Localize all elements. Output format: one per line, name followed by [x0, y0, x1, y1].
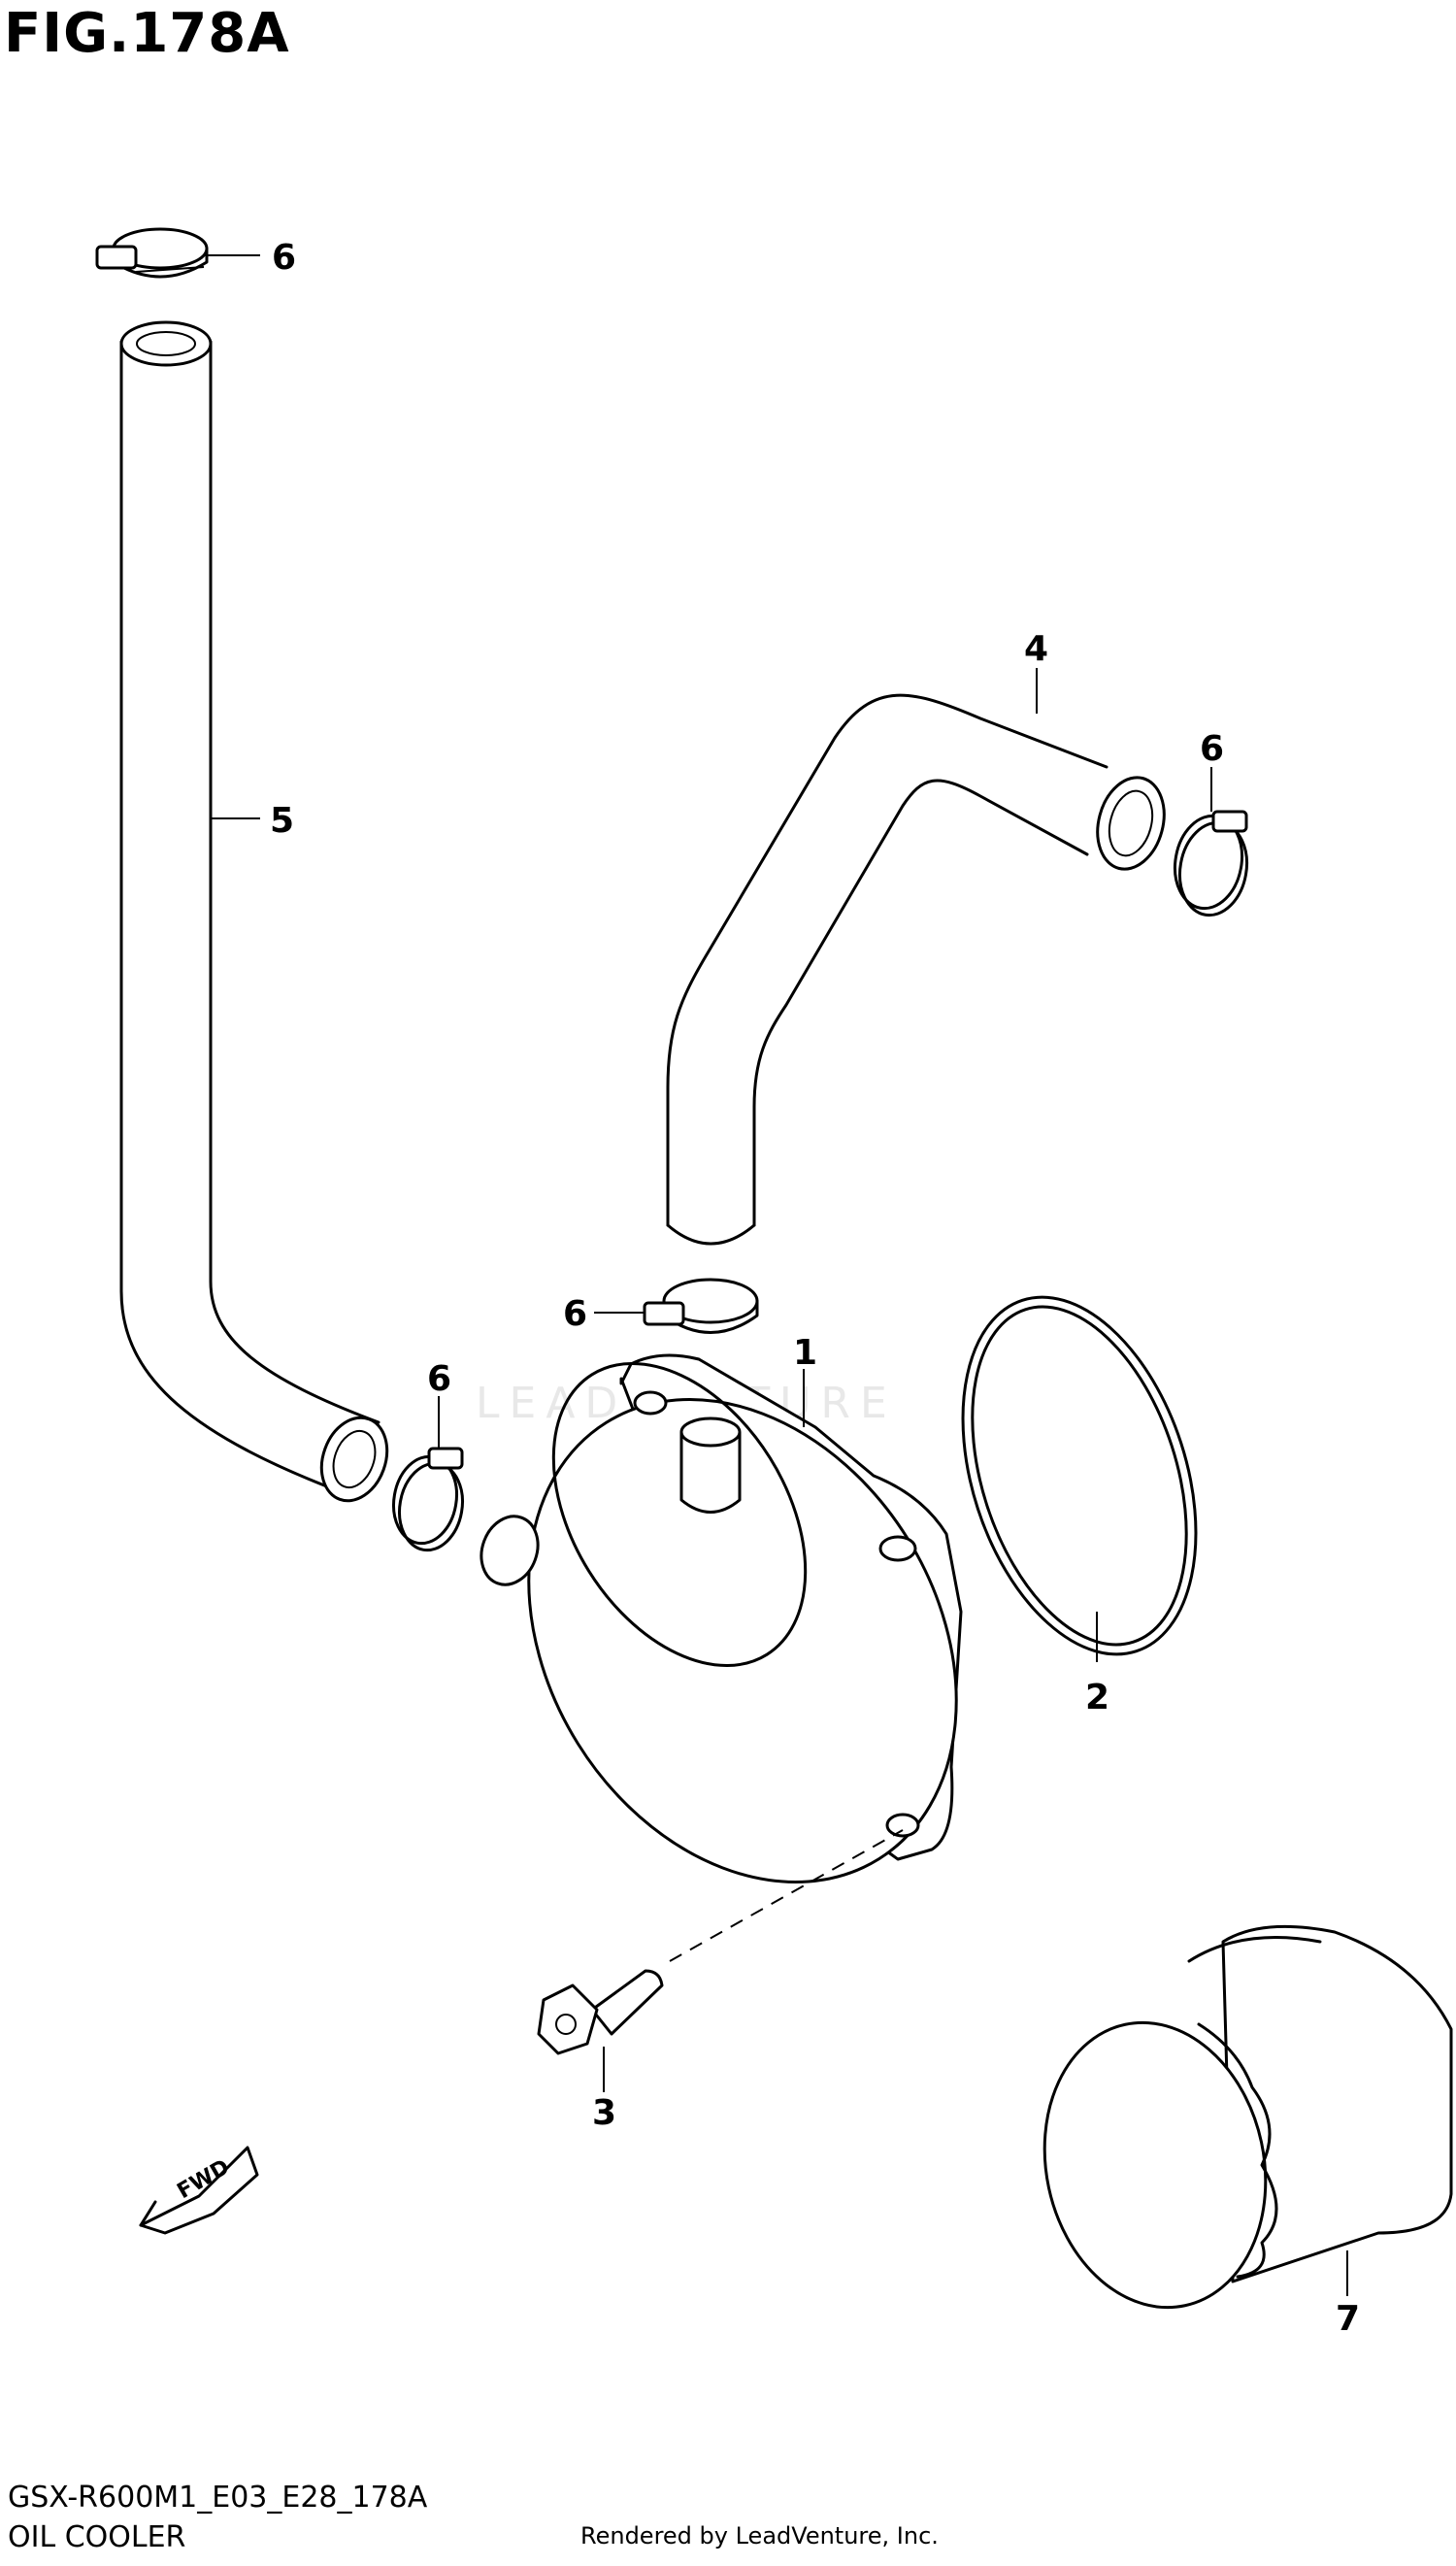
hose-part-4[interactable]	[666, 693, 1174, 1246]
figure-title: FIG.178A	[4, 2, 290, 65]
render-credit: Rendered by LeadVenture, Inc.	[580, 2522, 939, 2549]
clamp-part-6-right[interactable]	[1168, 810, 1254, 920]
bolt-part-3[interactable]	[537, 1829, 904, 2055]
clamp-part-6-left[interactable]	[387, 1447, 470, 1555]
oil-filter-part-7[interactable]	[1019, 1924, 1453, 2328]
label-part-2: 2	[1085, 1678, 1109, 1717]
oil-cooler-part-1[interactable]	[442, 1318, 1043, 1962]
label-part-6-right: 6	[1200, 729, 1224, 769]
label-part-6-top: 6	[272, 238, 296, 278]
label-part-1: 1	[793, 1333, 817, 1373]
label-part-6-left: 6	[427, 1359, 451, 1399]
model-code: GSX-R600M1_E03_E28_178A	[8, 2481, 428, 2515]
label-part-3: 3	[592, 2093, 616, 2133]
label-part-7: 7	[1336, 2299, 1360, 2339]
hose-part-5[interactable]	[119, 320, 398, 1510]
section-name: OIL COOLER	[8, 2520, 186, 2554]
label-part-4: 4	[1024, 629, 1048, 669]
leader-lines	[207, 254, 1348, 2296]
fwd-arrow: FWD	[139, 2146, 259, 2235]
clamp-part-6-top[interactable]	[95, 227, 209, 279]
o-ring-part-2[interactable]	[921, 1267, 1239, 1683]
label-part-6-middle: 6	[563, 1294, 587, 1334]
label-part-5: 5	[270, 801, 294, 841]
clamp-part-6-middle[interactable]	[643, 1278, 759, 1334]
